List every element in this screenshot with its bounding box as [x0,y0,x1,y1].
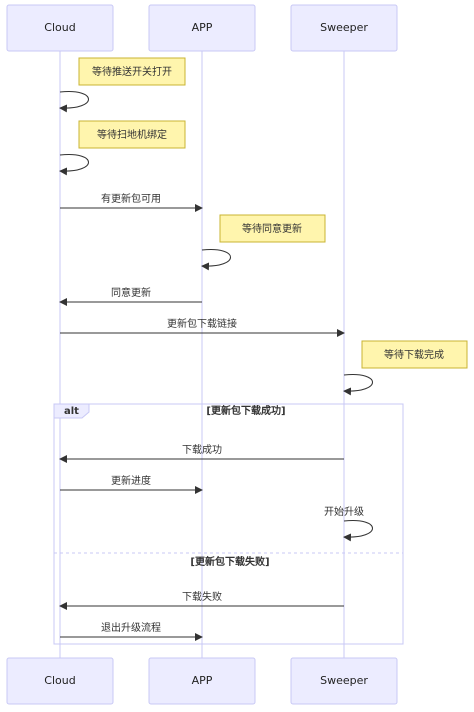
note-wait-agree-update: 等待同意更新 [219,214,326,243]
actor-label: Cloud [44,674,75,687]
message-label-update-available: 有更新包可用 [101,192,161,205]
actor-app-bottom: APP [148,657,256,705]
svg-text:等待推送开关打开: 等待推送开关打开 [92,65,172,78]
actor-label: APP [192,21,213,34]
actor-label: APP [192,674,213,687]
alt-tag [53,403,90,419]
actor-label: Cloud [44,21,75,34]
self-loop-cloud-2 [59,154,89,176]
actor-app-top: APP [148,4,256,52]
note-wait-push-switch: 等待推送开关打开 [78,57,186,86]
alt-frame [53,403,404,645]
self-loop-sweeper-2 [343,520,373,542]
alt-condition-failure: [更新包下载失败] [190,555,269,568]
actor-sweeper-bottom: Sweeper [290,657,398,705]
alt-condition-success: [更新包下载成功] [206,404,285,417]
svg-text:等待下载完成: 等待下载完成 [384,348,444,361]
svg-text:等待同意更新: 等待同意更新 [242,222,302,235]
self-loop-cloud-1 [59,91,89,113]
message-label-download-failed: 下载失败 [182,590,222,603]
actor-cloud-top: Cloud [6,4,114,52]
actor-label: Sweeper [320,674,368,687]
note-wait-download-complete: 等待下载完成 [361,340,468,369]
message-label-download-link: 更新包下载链接 [167,317,237,330]
actor-cloud-bottom: Cloud [6,657,114,705]
alt-keyword: alt [64,406,79,417]
message-label-exit-upgrade: 退出升级流程 [101,621,161,634]
message-label-start-upgrade: 开始升级 [324,505,364,518]
message-label-update-progress: 更新进度 [111,474,151,487]
self-loop-sweeper-1 [343,374,373,396]
message-label-download-success: 下载成功 [182,444,222,456]
message-label-agree-update: 同意更新 [111,286,151,299]
note-wait-sweeper-bind: 等待扫地机绑定 [78,120,186,149]
actor-label: Sweeper [320,21,368,34]
actor-sweeper-top: Sweeper [290,4,398,52]
svg-text:等待扫地机绑定: 等待扫地机绑定 [97,128,167,141]
self-loop-app [201,249,231,271]
